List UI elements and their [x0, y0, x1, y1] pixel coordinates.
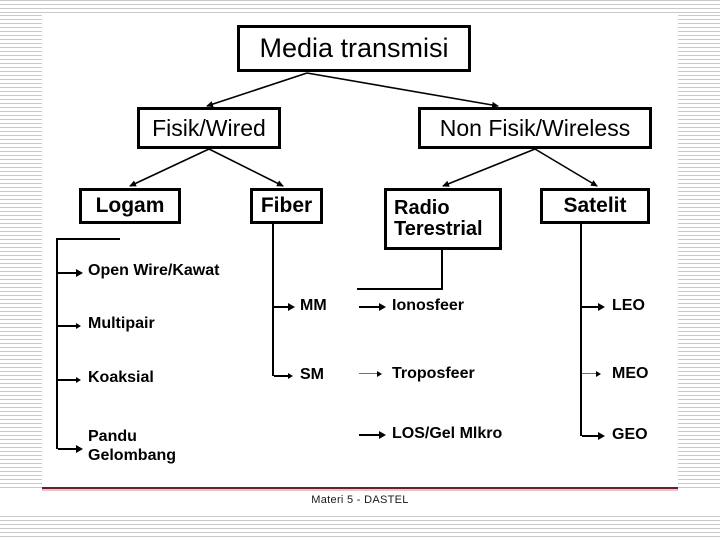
leaf-multipair[interactable]: Multipair [88, 315, 155, 332]
leaf-los-gel-mlkro[interactable]: LOS/Gel Mlkro [392, 425, 503, 442]
decorative-stripes-left [0, 15, 42, 540]
footer-strip [0, 491, 720, 513]
satelit-connector-leo [582, 306, 600, 308]
logam-branch-top-stub [56, 238, 120, 240]
radio-arrowhead-troposfeer [377, 371, 382, 377]
decorative-stripes-top [0, 0, 720, 15]
fiber-arrowhead-mm [288, 303, 295, 311]
satelit-arrowhead-leo [598, 303, 605, 311]
logam-connector-2 [58, 325, 78, 327]
radio-connector-ionosfeer [359, 306, 381, 308]
leaf-koaksial[interactable]: Koaksial [88, 369, 154, 386]
node-radio-terestrial[interactable]: Radio Terestrial [384, 188, 502, 250]
node-fisik-wired[interactable]: Fisik/Wired [137, 107, 281, 149]
satelit-branch-spine [580, 224, 582, 436]
node-media-transmisi[interactable]: Media transmisi [237, 25, 471, 72]
decorative-stripes-right [678, 15, 720, 540]
radio-arrowhead-ionosfeer [379, 303, 386, 311]
satelit-connector-meo [582, 373, 598, 374]
leaf-pandu-gelombang[interactable]: Pandu Gelombang [88, 428, 177, 464]
logam-connector-3 [58, 379, 78, 381]
leaf-meo[interactable]: MEO [612, 365, 649, 382]
leaf-sm[interactable]: SM [300, 366, 324, 383]
leaf-troposfeer[interactable]: Troposfeer [392, 365, 475, 382]
logam-arrowhead-3 [76, 377, 81, 383]
node-non-fisik-wireless[interactable]: Non Fisik/Wireless [418, 107, 652, 149]
fiber-arrowhead-sm [288, 373, 293, 379]
leaf-ionosfeer[interactable]: Ionosfeer [392, 297, 465, 314]
logam-branch-spine [56, 238, 58, 449]
fiber-connector-sm [274, 375, 290, 377]
radio-branch-crossbar [357, 288, 443, 290]
footer-divider-dark [42, 487, 678, 489]
node-logam[interactable]: Logam [79, 188, 181, 224]
radio-connector-los [359, 434, 381, 436]
leaf-geo[interactable]: GEO [612, 426, 648, 443]
logam-connector-1 [58, 272, 78, 274]
logam-arrowhead-2 [76, 323, 81, 329]
leaf-leo[interactable]: LEO [612, 297, 645, 314]
fiber-branch-spine [272, 224, 274, 376]
leaf-open-wire-kawat[interactable]: Open Wire/Kawat [88, 262, 220, 279]
node-fiber[interactable]: Fiber [250, 188, 323, 224]
satelit-arrowhead-meo [596, 371, 601, 377]
satelit-connector-geo [582, 435, 600, 437]
footer-divider-light [42, 489, 678, 491]
node-satelit[interactable]: Satelit [540, 188, 650, 224]
fiber-connector-mm [274, 306, 290, 308]
slide-content-area [42, 15, 678, 496]
footer-label: Materi 5 - DASTEL [311, 494, 409, 506]
logam-arrowhead-1 [76, 269, 83, 277]
satelit-arrowhead-geo [598, 432, 605, 440]
logam-connector-4 [58, 448, 78, 450]
logam-arrowhead-4 [76, 445, 83, 453]
radio-branch-drop [441, 250, 443, 289]
leaf-mm[interactable]: MM [300, 297, 327, 314]
radio-arrowhead-los [379, 431, 386, 439]
radio-connector-troposfeer [359, 373, 379, 374]
